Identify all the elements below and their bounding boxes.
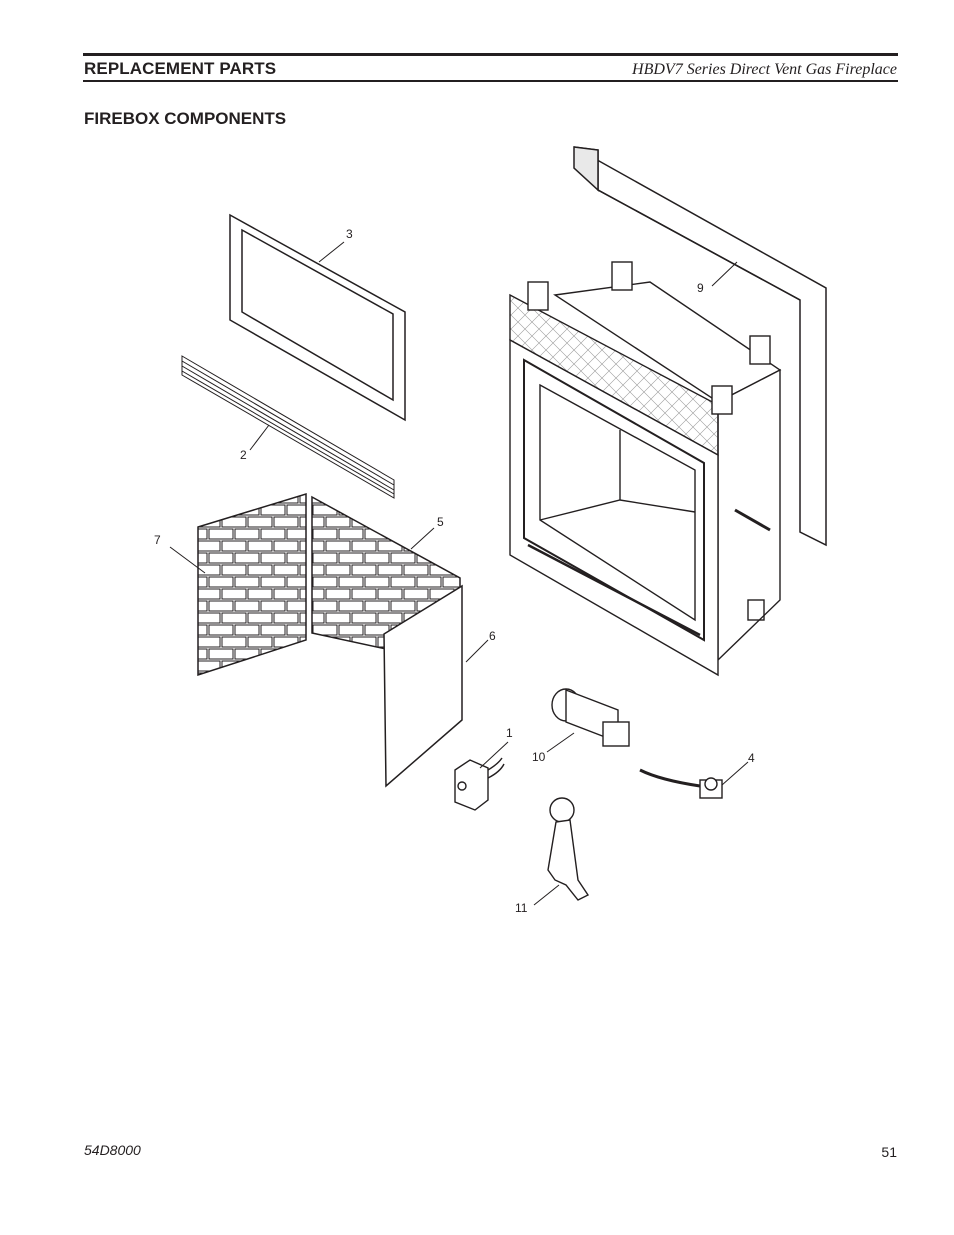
- callout-3: 3: [346, 227, 353, 241]
- product-title: HBDV7 Series Direct Vent Gas Fireplace: [632, 61, 897, 78]
- section-title: FIREBOX COMPONENTS: [84, 109, 287, 128]
- firebox-assembly: [509, 261, 782, 677]
- callout-6: 6: [489, 629, 496, 643]
- document-number: 54D8000: [84, 1142, 141, 1158]
- page-number: 51: [881, 1144, 897, 1160]
- callout-4: 4: [748, 751, 755, 765]
- callout-labels: 1 2 3 4 5 6 7 9 10 11: [154, 227, 755, 915]
- header-rule-top: [83, 53, 898, 56]
- callout-5: 5: [437, 515, 444, 529]
- callout-2: 2: [240, 448, 247, 462]
- surround-frame: [573, 146, 827, 547]
- section-label: REPLACEMENT PARTS: [84, 59, 277, 78]
- callout-leaders: [169, 241, 749, 906]
- callout-7: 7: [154, 533, 161, 547]
- callout-9: 9: [697, 281, 704, 295]
- glass-frame-assembly: [229, 213, 406, 422]
- parts-small: [454, 688, 723, 901]
- header-rule-bottom: [83, 80, 898, 82]
- trim-strip: [181, 355, 395, 499]
- callout-1: 1: [506, 726, 513, 740]
- callout-11: 11: [515, 901, 528, 915]
- callout-10: 10: [532, 750, 546, 764]
- brick-panels: [197, 492, 463, 788]
